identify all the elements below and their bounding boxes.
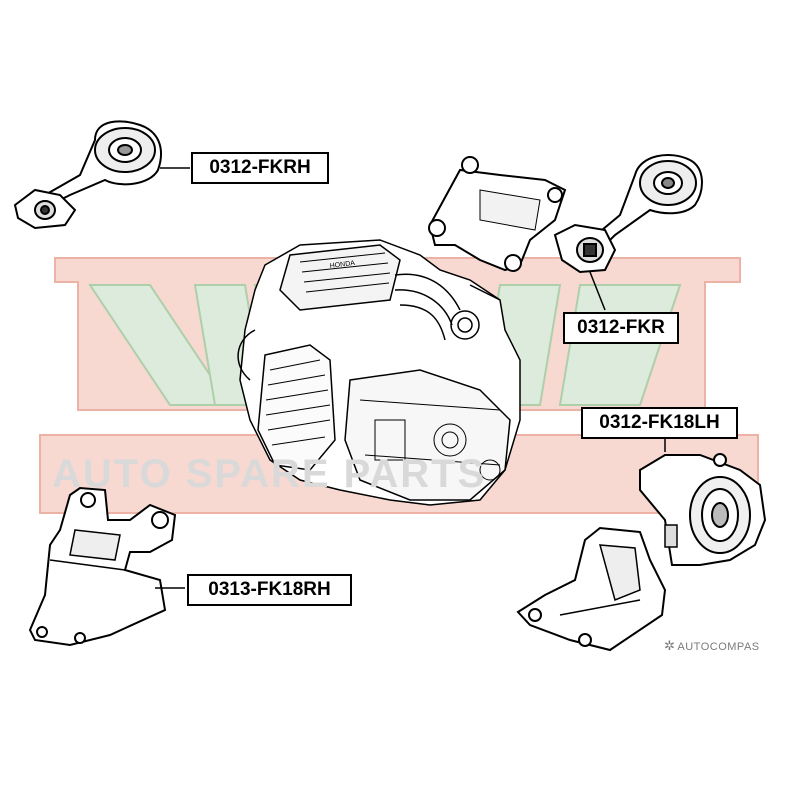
callout-0312-fk18lh: 0312-FK18LH	[581, 407, 738, 439]
autocompas-credit-text: AUTOCOMPAS	[677, 641, 760, 653]
part-fk18rh-drawing	[28, 486, 185, 647]
callout-0312-fkrh-text: 0312-FKRH	[209, 157, 311, 178]
callout-0312-fkrh: 0312-FKRH	[191, 152, 329, 184]
part-bracket-bottom-drawing	[516, 526, 667, 652]
callout-0313-fk18rh-text: 0313-FK18RH	[208, 579, 331, 600]
callout-0312-fkr: 0312-FKR	[563, 312, 679, 344]
part-fkr-drawing	[553, 154, 703, 311]
gear-icon: ✲	[664, 638, 676, 653]
part-bracket-top-drawing	[428, 156, 567, 272]
callout-0313-fk18rh: 0313-FK18RH	[187, 574, 352, 606]
callout-0312-fk18lh-text: 0312-FK18LH	[599, 412, 720, 433]
watermark-tagline: AUTO SPARE PARTS	[52, 452, 487, 496]
part-fkrh-drawing	[13, 120, 190, 230]
engine-drawing: HONDA	[237, 239, 521, 506]
callout-0312-fkr-text: 0312-FKR	[577, 317, 665, 338]
part-fk18lh-drawing	[639, 440, 767, 566]
svg-text:HONDA: HONDA	[329, 260, 355, 270]
autocompas-credit: ✲AUTOCOMPAS	[664, 638, 760, 654]
